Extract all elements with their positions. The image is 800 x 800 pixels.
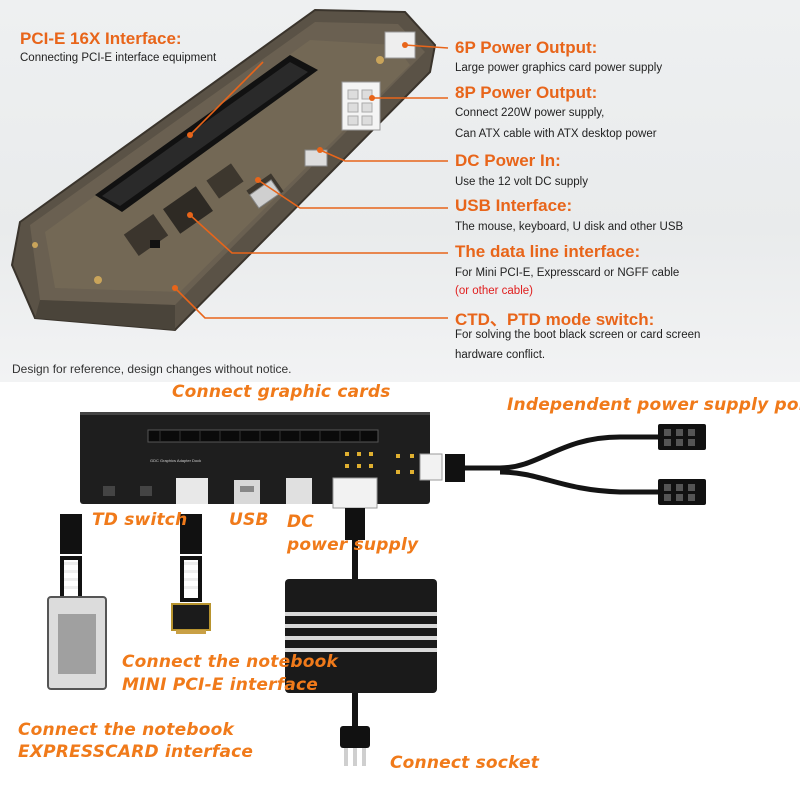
data-port-diagram xyxy=(176,478,208,504)
dc-label-line1: DC xyxy=(287,512,314,532)
device-photo-illustration xyxy=(10,8,449,332)
dataline-callout-desc: For Mini PCI-E, Expresscard or NGFF cabl… xyxy=(455,267,680,279)
y-splitter-cable xyxy=(460,434,660,495)
expresscard-label-line1: Connect the notebook xyxy=(18,720,234,740)
ac-plug xyxy=(340,726,370,748)
switch-callout-desc-2: hardware conflict. xyxy=(455,349,546,361)
board-silkscreen: GDC Graphics Adapter Dock xyxy=(150,458,201,463)
dataline-callout-title: The data line interface: xyxy=(455,242,641,261)
minipcie-label-line1: Connect the notebook xyxy=(122,652,338,672)
usb-port-photo xyxy=(249,179,281,209)
td-switch-label: TD switch xyxy=(92,510,188,530)
8p-callout-desc-2: Can ATX cable with ATX desktop power xyxy=(455,128,657,140)
graphic-cards-label: Connect graphic cards xyxy=(172,382,391,402)
usb-callout-title: USB Interface: xyxy=(455,196,573,215)
8p-callout-title: 8P Power Output: xyxy=(455,83,598,102)
switch-callout-title: CTD、PTD mode switch: xyxy=(455,310,655,329)
device-photo-panel: PCI-E 16X Interface: Connecting PCI-E in… xyxy=(0,0,800,382)
6p-callout-title: 6P Power Output: xyxy=(455,38,598,57)
usb-callout-desc: The mouse, keyboard, U disk and other US… xyxy=(455,221,684,233)
usb-label: USB xyxy=(229,510,269,530)
disclaimer-text: Design for reference, design changes wit… xyxy=(12,362,292,376)
dc-callout-desc: Use the 12 volt DC supply xyxy=(455,176,588,188)
dc-port-diagram xyxy=(286,478,312,504)
8p-callout-desc-1: Connect 220W power supply, xyxy=(455,107,605,119)
expresscard-label-line2: EXPRESSCARD interface xyxy=(18,742,254,762)
pcie-slot-diagram xyxy=(147,429,379,443)
switch-callout-desc-1: For solving the boot black screen or car… xyxy=(455,329,701,341)
8p-port-diagram xyxy=(332,477,378,509)
dc-jack xyxy=(304,149,328,167)
pcie-callout-title: PCI-E 16X Interface: xyxy=(20,29,182,48)
6p-callout-desc: Large power graphics card power supply xyxy=(455,62,663,74)
dc-callout-title: DC Power In: xyxy=(455,151,561,170)
connection-diagram-panel: GDC Graphics Adapter Dock xyxy=(0,382,800,800)
dataline-callout-red-note: (or other cable) xyxy=(455,285,533,297)
minipcie-adapter xyxy=(171,603,211,631)
minipcie-label-line2: MINI PCI-E interface xyxy=(122,675,319,695)
dc-label-line2: power supply xyxy=(287,535,419,555)
connection-diagram-illustration: GDC Graphics Adapter Dock xyxy=(47,412,706,766)
6p-port-diagram xyxy=(419,453,443,481)
socket-label: Connect socket xyxy=(390,753,540,773)
power-port-label: Independent power supply port xyxy=(507,395,800,415)
pcie-callout-desc: Connecting PCI-E interface equipment xyxy=(20,52,217,64)
